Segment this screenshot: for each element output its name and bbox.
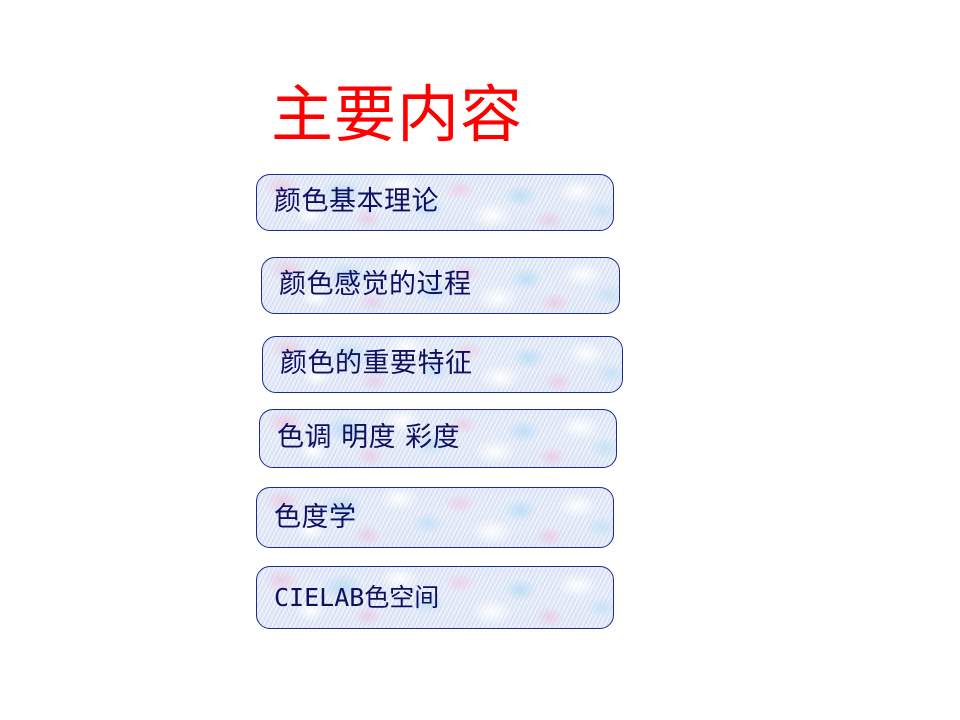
page-title: 主要内容: [271, 78, 524, 151]
content-box-item-2[interactable]: 颜色感觉的过程: [261, 257, 620, 314]
content-box-item-5[interactable]: 色度学: [256, 487, 614, 548]
content-box-label: 颜色感觉的过程: [279, 269, 472, 300]
content-box-label: CIELAB色空间: [274, 583, 440, 612]
content-box-label: 色调 明度 彩度: [277, 422, 461, 453]
content-box-item-6[interactable]: CIELAB色空间: [256, 566, 614, 629]
content-box-item-1[interactable]: 颜色基本理论: [256, 174, 614, 231]
content-box-label: 色度学: [274, 502, 357, 533]
content-box-label: 颜色基本理论: [274, 186, 439, 217]
content-box-item-3[interactable]: 颜色的重要特征: [262, 336, 623, 393]
content-box-label: 颜色的重要特征: [280, 348, 473, 379]
content-box-item-4[interactable]: 色调 明度 彩度: [259, 409, 617, 468]
